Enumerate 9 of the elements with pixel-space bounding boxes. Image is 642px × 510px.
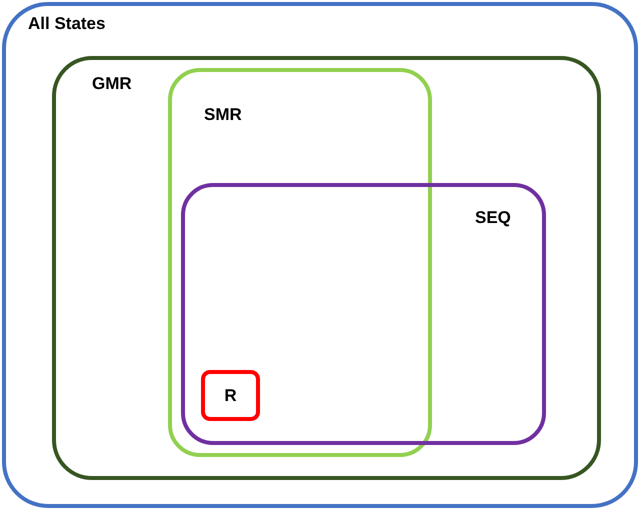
seq-set-boundary xyxy=(181,183,546,445)
set-label: GMR xyxy=(92,74,132,94)
set-label: R xyxy=(223,385,238,406)
set-label: All States xyxy=(28,14,106,34)
r-set-boundary xyxy=(201,370,260,421)
set-label: SEQ xyxy=(475,208,511,228)
gmr-set-boundary xyxy=(52,56,601,480)
set-label: SMR xyxy=(204,105,242,126)
smr-set-boundary xyxy=(168,68,432,457)
